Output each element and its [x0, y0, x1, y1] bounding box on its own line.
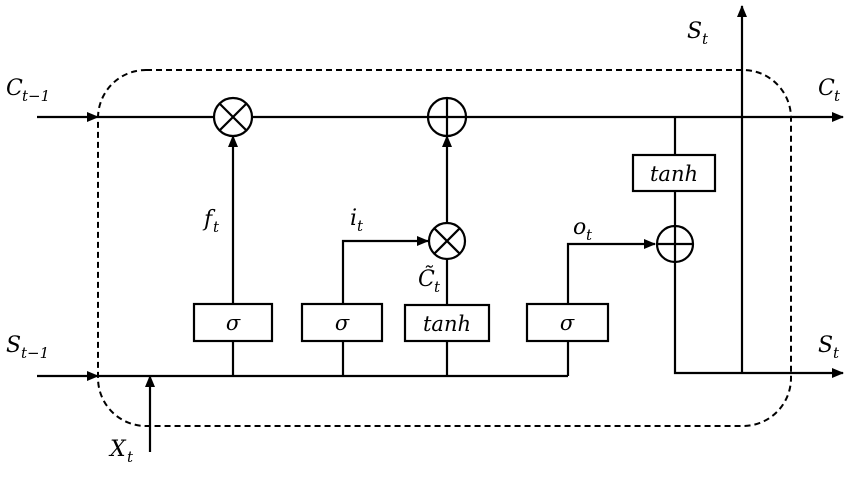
sigma-box-forget: σ	[192, 302, 274, 343]
svg-text:t: t	[702, 30, 709, 48]
svg-text:t−1: t−1	[21, 344, 49, 362]
svg-text:o: o	[573, 215, 586, 240]
output-add-icon	[655, 224, 695, 264]
label-c-prev: C t−1	[6, 76, 50, 105]
label-x-input: X t	[108, 437, 134, 466]
sigma-box-input: σ	[300, 302, 384, 343]
cell-add-icon	[426, 96, 468, 138]
svg-text:σ: σ	[226, 311, 241, 335]
svg-text:i: i	[350, 206, 357, 231]
tanh-box-cell: tanh	[631, 153, 717, 193]
label-s-up: S t	[687, 19, 709, 48]
forget-multiply-icon	[212, 96, 254, 138]
label-input-gate: i t	[350, 206, 364, 235]
tanh-box-candidate: tanh	[403, 303, 491, 343]
svg-text:S: S	[687, 19, 702, 44]
svg-text:t: t	[586, 226, 593, 244]
label-s-out: S t	[818, 333, 840, 362]
svg-text:t: t	[357, 217, 364, 235]
input-gate-arrow	[341, 236, 429, 304]
svg-text:σ: σ	[335, 311, 350, 335]
label-c-out: C t	[818, 76, 841, 105]
svg-text:t: t	[434, 278, 441, 296]
svg-text:t: t	[834, 87, 841, 105]
label-forget-gate: f t	[202, 207, 220, 236]
svg-text:tanh: tanh	[423, 312, 471, 336]
label-c-tilde: C̃ t	[418, 266, 441, 296]
svg-text:σ: σ	[560, 311, 575, 335]
input-multiply-icon	[427, 221, 467, 261]
label-output-gate: o t	[573, 215, 593, 244]
output-gate-arrow	[566, 239, 656, 304]
svg-text:tanh: tanh	[650, 162, 698, 186]
svg-text:t−1: t−1	[22, 87, 50, 105]
hidden-output-arrow	[673, 262, 844, 378]
svg-text:S: S	[6, 333, 21, 358]
svg-text:C: C	[6, 76, 23, 101]
label-s-prev: S t−1	[6, 333, 49, 362]
sigma-box-output: σ	[525, 302, 610, 343]
svg-text:t: t	[127, 448, 134, 466]
svg-text:C: C	[818, 76, 835, 101]
svg-text:t: t	[213, 218, 220, 236]
svg-text:C̃: C̃	[418, 266, 435, 292]
svg-text:X: X	[108, 437, 127, 462]
svg-text:t: t	[833, 344, 840, 362]
cell-boundary	[97, 69, 792, 427]
svg-text:S: S	[818, 333, 833, 358]
